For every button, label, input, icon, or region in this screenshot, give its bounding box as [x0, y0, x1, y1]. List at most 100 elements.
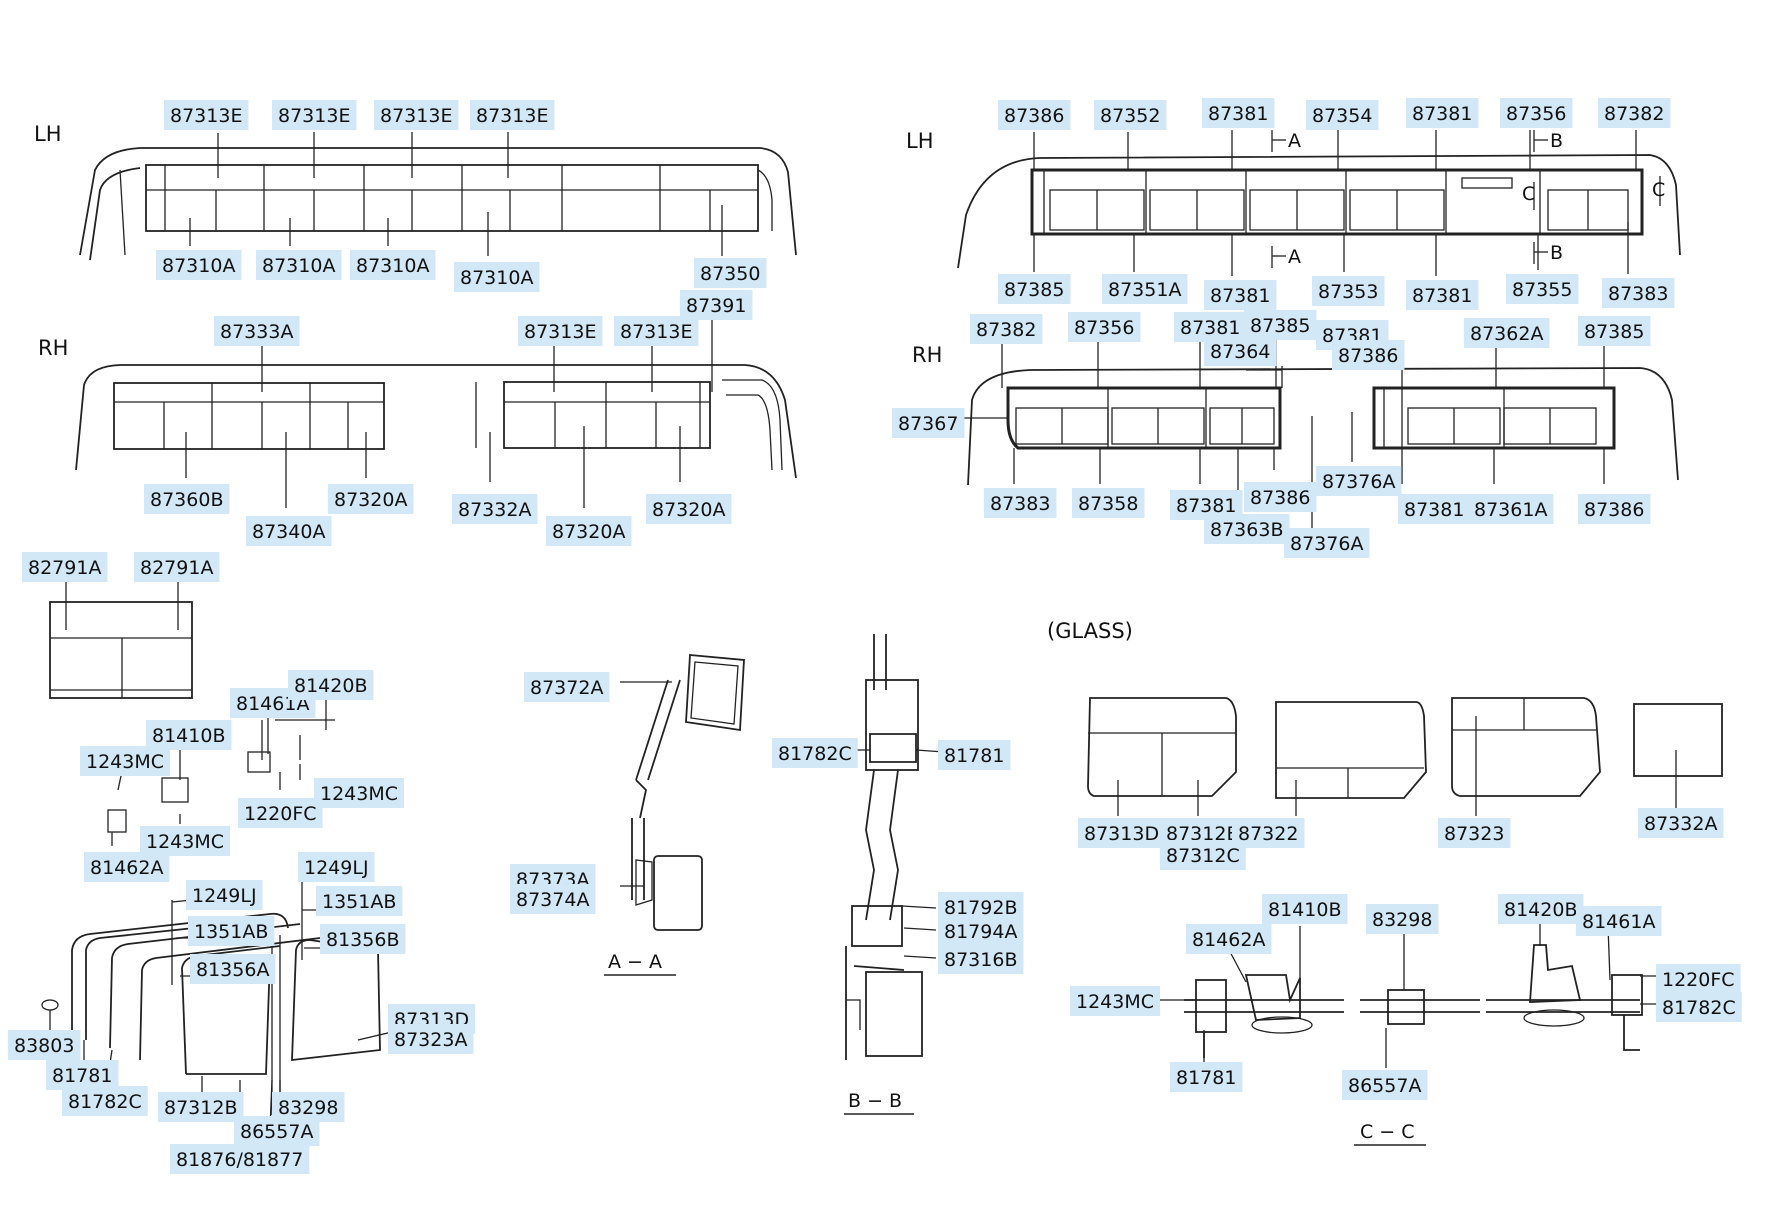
part-number: 87382	[976, 319, 1036, 341]
part-number: 87340A	[252, 521, 325, 543]
part-label: 87386	[1244, 482, 1317, 512]
part-number: 87310A	[262, 255, 335, 277]
part-label: 87312C	[1160, 840, 1246, 870]
section-title-aa: A − A	[608, 951, 662, 973]
part-number: 87310A	[162, 255, 235, 277]
part-number: 87364	[1210, 341, 1270, 363]
part-label: 87340A	[246, 516, 332, 546]
part-label-background	[1232, 818, 1305, 848]
part-label: 81356A	[190, 954, 276, 984]
part-label-background	[1578, 316, 1651, 346]
part-label-background	[772, 738, 858, 768]
part-label-background	[146, 720, 232, 750]
part-number: 87320A	[652, 499, 725, 521]
part-label: 87320A	[328, 484, 414, 514]
part-label-background	[1656, 964, 1741, 994]
part-label: 87353	[1312, 276, 1385, 306]
part-number: 87323A	[394, 1029, 467, 1051]
part-label-background	[1468, 494, 1554, 524]
part-label-background	[234, 1116, 320, 1146]
part-number: 87313E	[278, 105, 350, 127]
part-label-background	[1202, 98, 1275, 128]
part-number: 87386	[1004, 105, 1064, 127]
part-label: 87385	[998, 274, 1071, 304]
part-number: 87376A	[1322, 471, 1395, 493]
part-label: 87363B	[1204, 514, 1290, 544]
part-label-background	[320, 924, 406, 954]
part-label-background	[8, 1030, 81, 1060]
part-label-background	[1204, 514, 1290, 544]
part-number: 87312B	[164, 1097, 237, 1119]
part-label-background	[80, 746, 171, 776]
part-label: 87360B	[144, 484, 230, 514]
part-label: 87385	[1578, 316, 1651, 346]
part-number: 81410B	[152, 725, 225, 747]
part-number: 81876/81877	[176, 1149, 303, 1171]
part-number: 81781	[944, 745, 1004, 767]
part-number: 87381	[1404, 499, 1464, 521]
section-marker-a-top: A	[1288, 130, 1301, 152]
part-label: 1243MC	[1070, 986, 1161, 1016]
part-number: 87320A	[552, 521, 625, 543]
part-label-background	[314, 778, 405, 808]
part-number: 87313E	[170, 105, 242, 127]
part-label: 1351AB	[316, 886, 403, 916]
part-label-background	[984, 488, 1057, 518]
part-label: 87374A	[510, 884, 596, 914]
part-number: 87367	[898, 413, 958, 435]
part-label-background	[1186, 924, 1272, 954]
part-label-background	[158, 1092, 244, 1122]
part-label-background	[22, 552, 108, 582]
part-number: 86557A	[240, 1121, 313, 1143]
part-label: 87376A	[1316, 466, 1402, 496]
part-label-background	[374, 100, 459, 130]
part-number: 81462A	[90, 857, 163, 879]
part-label: 87356	[1500, 98, 1573, 128]
part-label-background	[288, 670, 374, 700]
part-number: 83298	[1372, 909, 1432, 931]
part-label-background	[316, 886, 403, 916]
part-number: 81781	[1176, 1067, 1236, 1089]
part-label: 87367	[892, 408, 965, 438]
part-label-background	[1068, 312, 1141, 342]
part-label: 81356B	[320, 924, 406, 954]
part-number: 1243MC	[86, 751, 164, 773]
part-number: 87360B	[150, 489, 223, 511]
part-number: 1243MC	[320, 783, 398, 805]
part-label: 81782C	[1656, 992, 1742, 1022]
part-label: 81410B	[146, 720, 232, 750]
part-number: 87323	[1444, 823, 1504, 845]
part-label: 1243MC	[80, 746, 171, 776]
part-label-background	[470, 100, 555, 130]
part-number: 87332A	[1644, 813, 1717, 835]
part-label: 87332A	[1638, 808, 1724, 838]
part-number: 87356	[1506, 103, 1566, 125]
glass-panels	[1087, 697, 1723, 799]
part-number: 82791A	[28, 557, 101, 579]
section-marker-a-bottom: A	[1288, 246, 1301, 268]
part-label: 87362A	[1464, 318, 1550, 348]
part-label: 87352	[1094, 100, 1167, 130]
part-number: 87354	[1312, 105, 1372, 127]
part-label-background	[1262, 894, 1348, 924]
part-label: 87313E	[614, 316, 699, 346]
part-number: 87385	[1004, 279, 1064, 301]
side-labels: LH RH LH RH	[34, 122, 942, 367]
part-label: 1220FC	[238, 798, 323, 828]
part-label: 87316B	[938, 944, 1024, 974]
part-label-background	[1464, 318, 1550, 348]
part-label: 87313E	[164, 100, 249, 130]
part-label: 87356	[1068, 312, 1141, 342]
part-number: 87353	[1318, 281, 1378, 303]
part-number: 87376A	[1290, 533, 1363, 555]
part-label-background	[1578, 494, 1651, 524]
section-marker-c-left: C	[1522, 183, 1535, 205]
part-number: 87352	[1100, 105, 1160, 127]
part-label: 87355	[1506, 274, 1579, 304]
part-label: 87354	[1306, 100, 1379, 130]
part-label: 87382	[970, 314, 1043, 344]
part-label-background	[246, 516, 332, 546]
part-number: 1243MC	[146, 831, 224, 853]
part-number: 81420B	[1504, 899, 1577, 921]
